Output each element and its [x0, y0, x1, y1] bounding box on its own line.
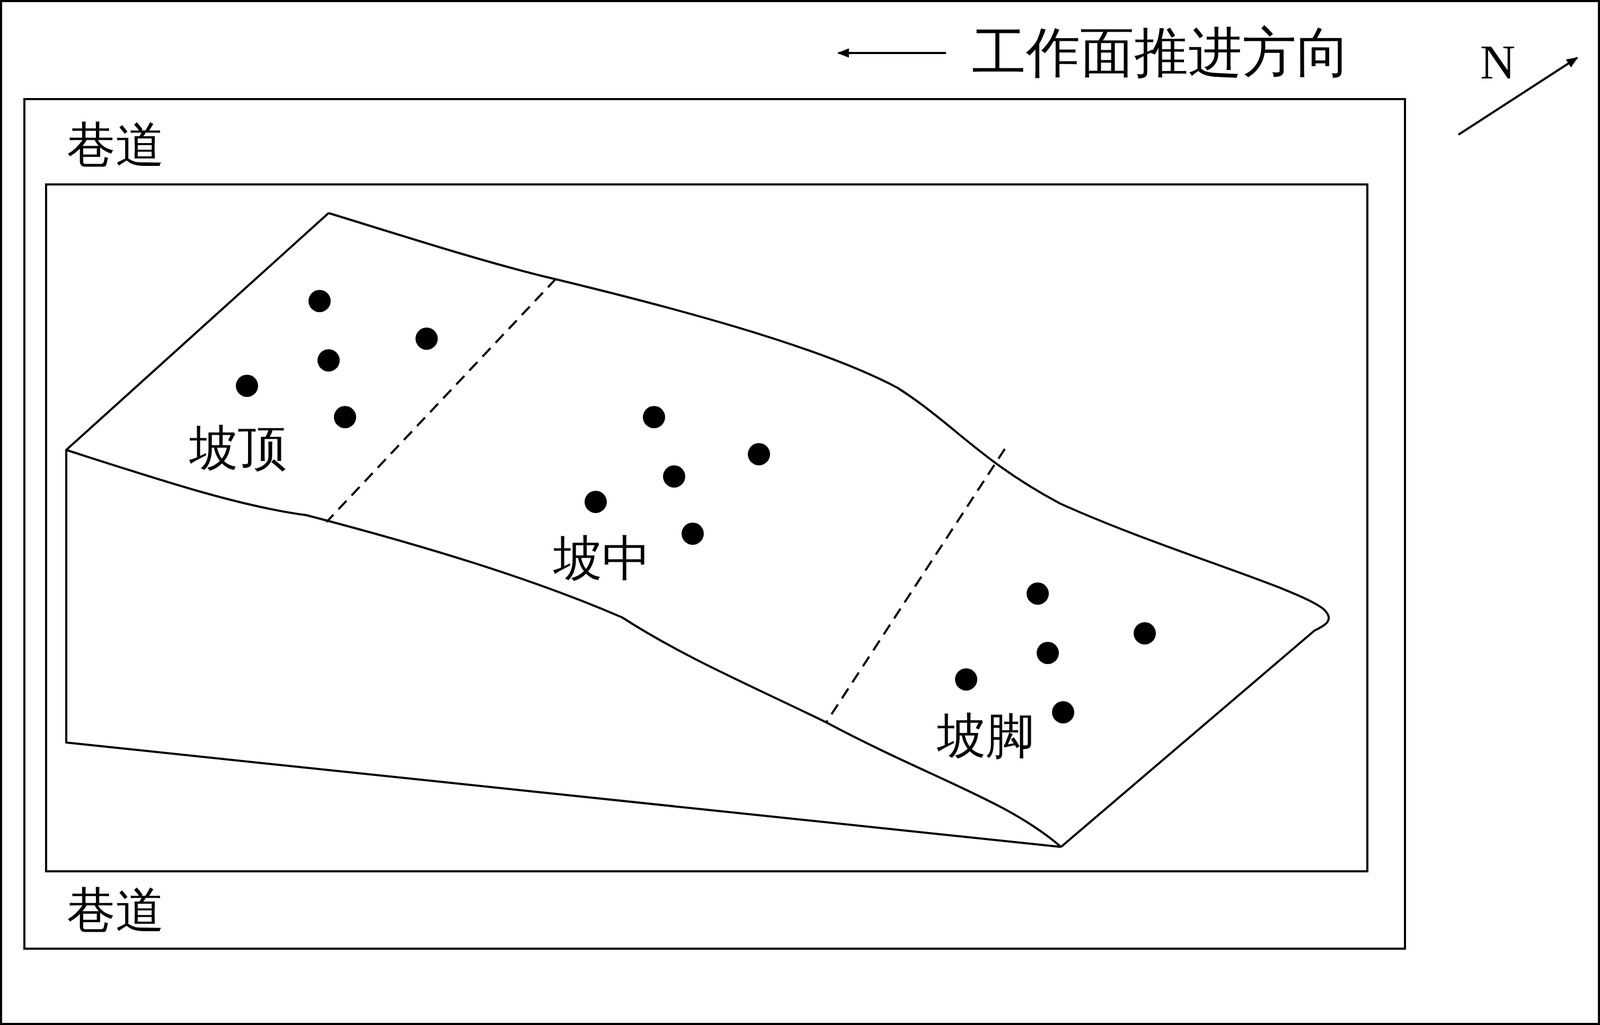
working-face-frame: [46, 184, 1368, 872]
zone-label: 坡中: [553, 532, 651, 586]
zone-divider: [326, 278, 556, 523]
zone-divider: [826, 448, 1005, 723]
north-arrow: [1458, 57, 1578, 135]
slope-side: [66, 213, 1062, 847]
sample-point: [1133, 622, 1156, 645]
sample-point: [642, 405, 666, 429]
north-label: N: [1480, 35, 1516, 90]
zone-label: 坡顶: [189, 421, 287, 476]
sample-point: [1052, 701, 1075, 724]
sample-point: [317, 349, 340, 372]
roadway-frame: [24, 99, 1405, 949]
sample-point: [235, 374, 259, 397]
sample-point: [747, 443, 771, 466]
slope-top-edge: [328, 213, 1329, 847]
direction-label: 工作面推进方向: [971, 23, 1351, 83]
sample-point: [1036, 641, 1059, 665]
sample-point: [415, 327, 438, 350]
sample-point: [1026, 582, 1049, 605]
sample-point: [681, 522, 704, 545]
roadway-label: 巷道: [66, 884, 165, 938]
slope-front-edge: [66, 449, 1062, 847]
sample-point: [663, 465, 686, 488]
advance-arrow: [838, 51, 947, 55]
sample-point: [308, 289, 331, 313]
sample-point: [333, 405, 357, 429]
roadway-label: 巷道: [66, 118, 165, 173]
sample-point: [955, 668, 978, 691]
sample-point: [584, 490, 607, 514]
zone-label: 坡脚: [936, 709, 1035, 764]
